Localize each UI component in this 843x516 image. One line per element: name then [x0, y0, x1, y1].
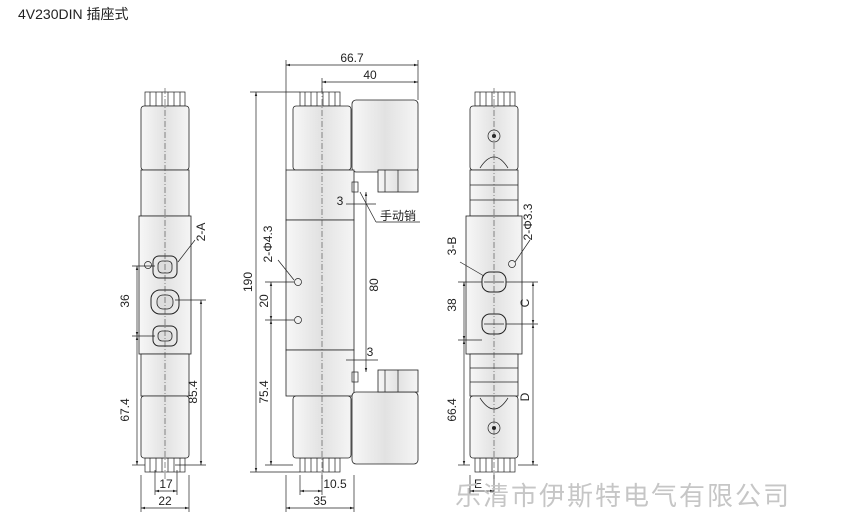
- holes-2-phi-4-3: 2-Φ4.3: [261, 225, 275, 262]
- dim-22: 22: [158, 494, 172, 508]
- dim-75-4: 75.4: [257, 380, 271, 404]
- dim-d: D: [518, 392, 532, 401]
- dim-20: 20: [257, 294, 271, 308]
- dim-c: C: [518, 298, 532, 307]
- dim-17: 17: [159, 477, 173, 491]
- holes-2-phi-3-3: 2-Φ3.3: [521, 203, 535, 240]
- dim-36: 36: [118, 294, 132, 308]
- port-2a-label: 2-A: [194, 223, 208, 242]
- dim-190: 190: [241, 272, 255, 292]
- port-3b-label: 3-B: [445, 237, 459, 256]
- dim-35: 35: [313, 494, 327, 508]
- dim-66-7: 66.7: [340, 51, 364, 65]
- dim-10-5: 10.5: [323, 477, 347, 491]
- dim-e: E: [474, 477, 482, 491]
- left-side-view: 36 67.4 85.4 2-A 17 22: [118, 88, 208, 512]
- drawing-title: 4V230DIN 插座式: [18, 6, 129, 22]
- dim-67-4: 67.4: [118, 398, 132, 422]
- dim-40: 40: [363, 68, 377, 82]
- dim-3-bottom: 3: [367, 345, 374, 359]
- dim-38: 38: [445, 298, 459, 312]
- dim-80: 80: [367, 278, 381, 292]
- front-view: 66.7 40 3 手动销 2-Φ4.3 190 20 80 3 75.4 10…: [241, 51, 420, 512]
- dim-3-top: 3: [337, 194, 344, 208]
- dim-66-4: 66.4: [445, 398, 459, 422]
- company-watermark: 乐清市伊斯特电气有限公司: [455, 482, 792, 512]
- rear-view: 3-B 2-Φ3.3 38 C D 66.4 E: [445, 88, 538, 495]
- dim-85-4: 85.4: [186, 380, 200, 404]
- manual-pin-label: 手动销: [380, 209, 416, 223]
